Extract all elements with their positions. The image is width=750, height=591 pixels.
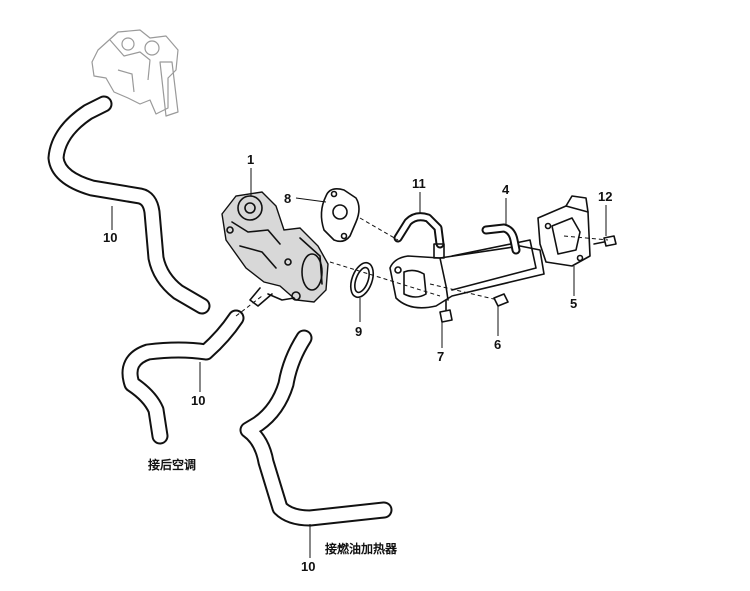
flange-housing-5	[537, 195, 591, 267]
note-rear-ac: 接后空调	[148, 457, 196, 472]
nut-6	[493, 293, 509, 307]
callout-7: 7	[437, 349, 444, 364]
callout-1: 1	[247, 152, 254, 167]
callout-11: 11	[412, 176, 426, 191]
egr-valve-body	[221, 191, 329, 307]
thermostat-housing-ghost	[91, 29, 179, 117]
gasket-8	[320, 188, 360, 243]
seal-ring-9	[349, 261, 375, 299]
callout-labels: 1 8 9 11 4 12 5 6 7 10 10 10	[103, 152, 612, 574]
bolt-7	[439, 299, 453, 323]
hose-10-upper	[47, 95, 211, 315]
hose-10-fuel-heater	[239, 329, 393, 527]
callout-5: 5	[570, 296, 577, 311]
callout-9: 9	[355, 324, 362, 339]
leader-lines	[111, 168, 607, 558]
note-fuel-heater: 接燃油加热器	[325, 541, 398, 556]
destination-notes: 接后空调 接燃油加热器	[148, 457, 398, 556]
hose-10-rear-ac	[121, 309, 245, 445]
callout-6: 6	[494, 337, 501, 352]
egr-cooler-4	[389, 223, 545, 309]
callout-4: 4	[502, 182, 510, 197]
callout-8: 8	[284, 191, 291, 206]
assembly-lines	[235, 217, 609, 317]
callout-10-middle: 10	[191, 393, 205, 408]
pipe-11	[393, 212, 445, 259]
bolt-12	[593, 235, 617, 247]
callout-10-upper: 10	[103, 230, 117, 245]
callout-12: 12	[598, 189, 612, 204]
callout-10-lower: 10	[301, 559, 315, 574]
